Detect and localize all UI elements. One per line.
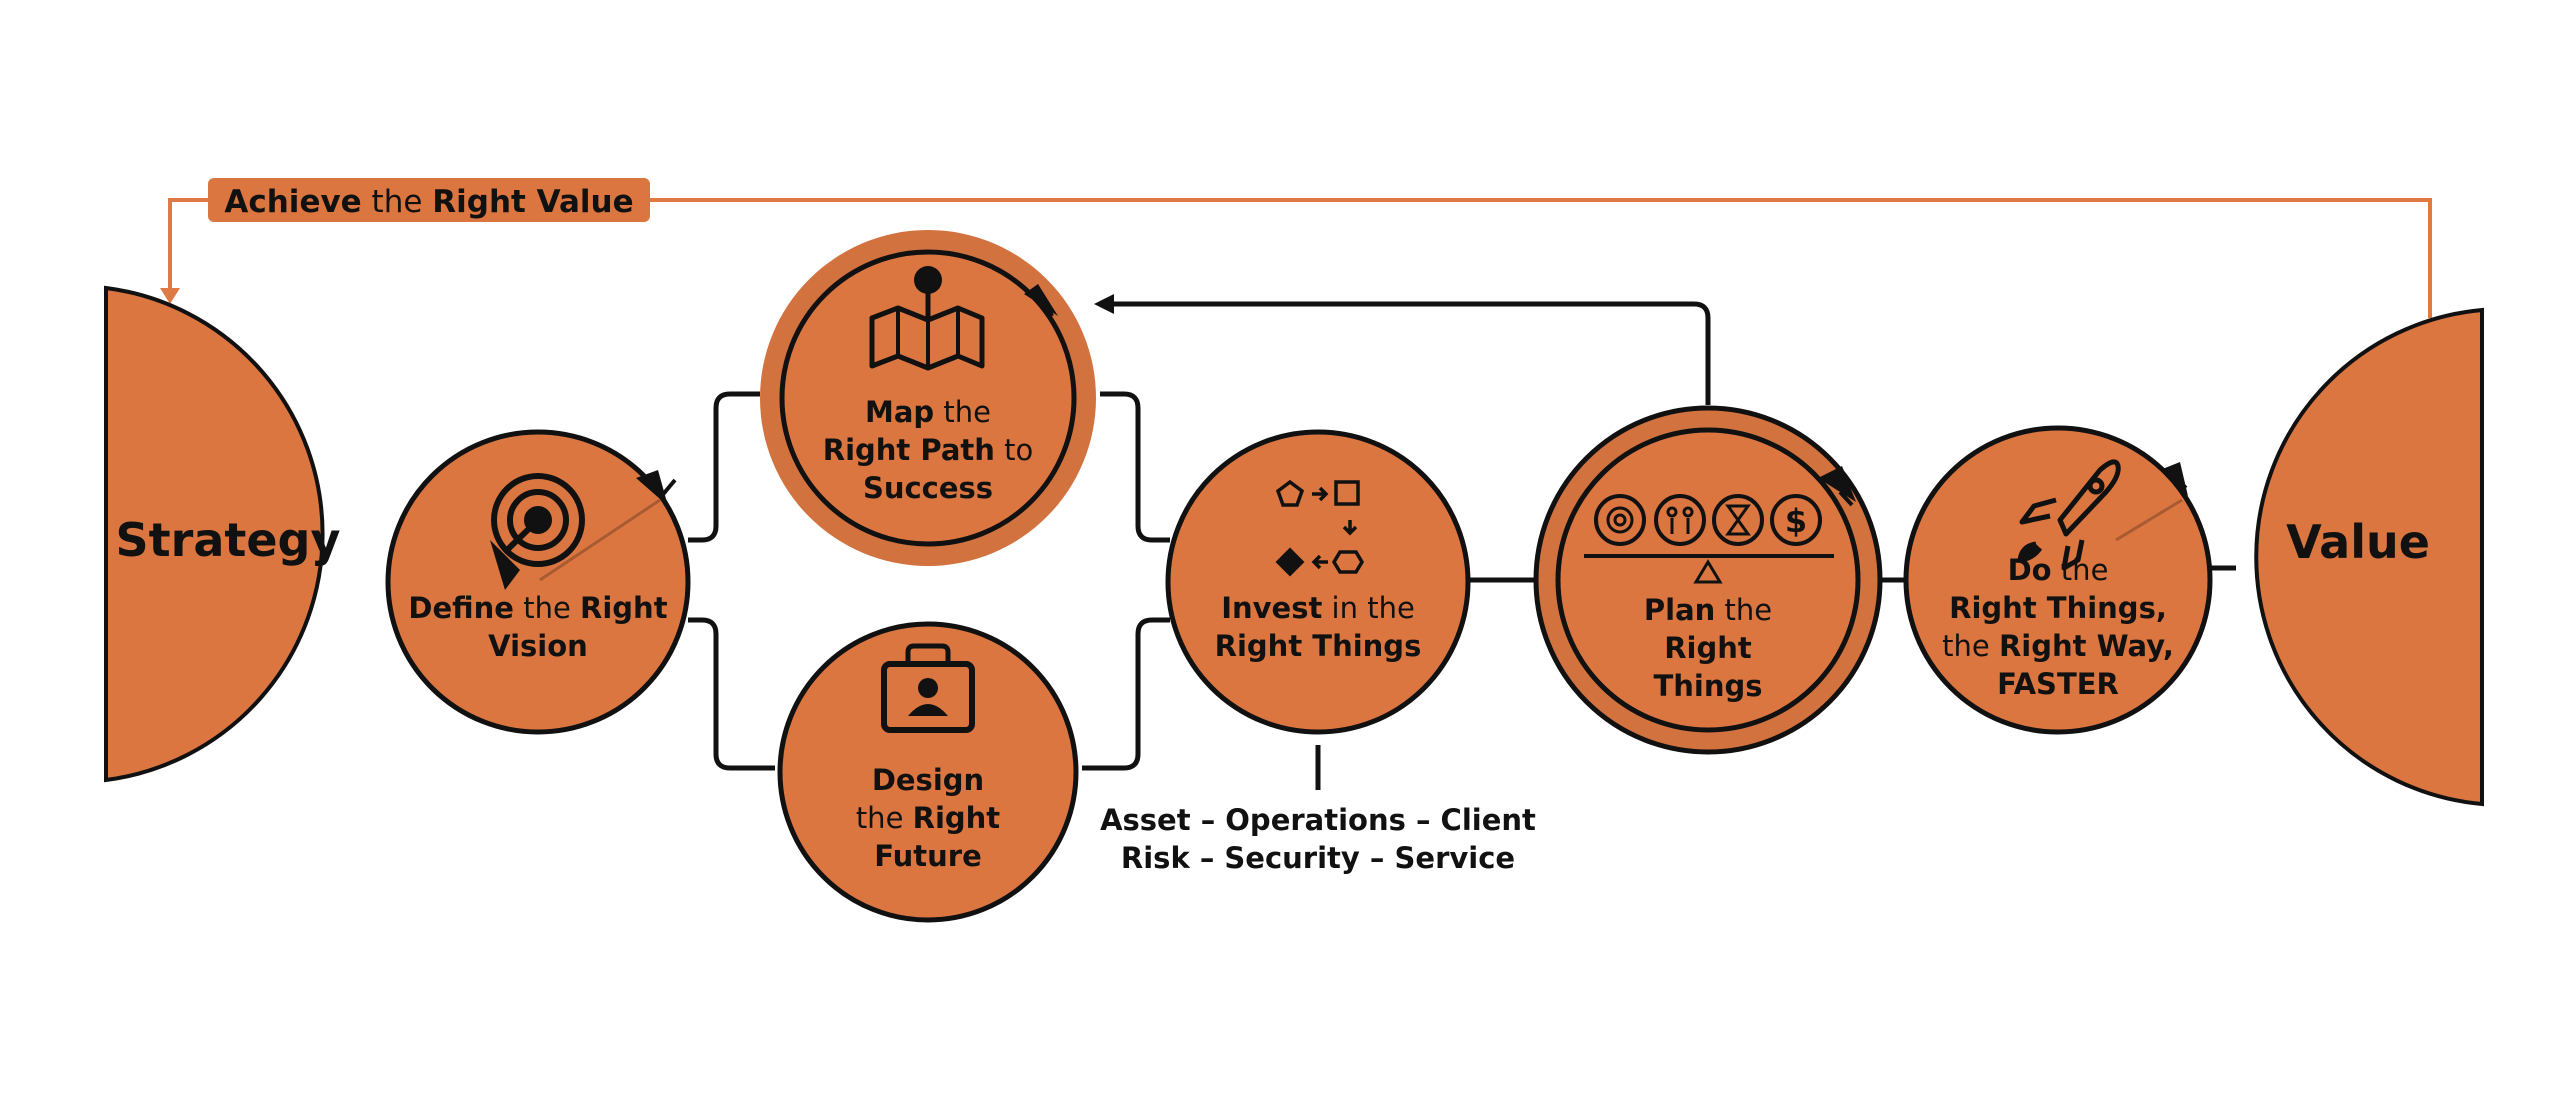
svg-text:Future: Future [874,839,982,873]
define-vision-node: Define the Right Vision [385,429,691,735]
value-label: Value [2286,515,2430,569]
define-progress-arrow [636,470,668,506]
invest-caption-line1: Asset – Operations – Client [1100,803,1536,837]
plan-things-node: $ Plan the Right Things [1533,405,1883,755]
invest-things-node: Invest in the Right Things [1165,429,1471,735]
map-progress-arrow [1024,284,1058,316]
svg-text:Do the: Do the [2008,553,2109,587]
svg-text:Plan the: Plan the [1644,593,1772,627]
strategy-half-circle: Strategy [104,285,341,783]
value-half-circle: Value [2254,307,2484,807]
svg-text:Define the Right: Define the Right [408,591,667,625]
banner-achieve-text: Achieve [224,184,361,220]
svg-text:Things: Things [1653,669,1762,703]
svg-text:the Right Way,: the Right Way, [1942,629,2174,663]
balance-scale-icon: $ [1584,494,1834,584]
svg-text:Achieve the Right Value: Achieve the Right Value [224,184,633,220]
svg-text:Map the: Map the [865,395,991,429]
map-path-node: Map the Right Path to Success [760,230,1096,566]
svg-text:Design: Design [872,763,984,797]
svg-text:FASTER: FASTER [1997,667,2119,701]
achieve-value-feedback-line [160,198,2432,318]
do-faster-node: Do the Right Things, the Right Way, FAST… [1903,425,2213,735]
plan-to-map-feedback-arrow [1094,294,1711,405]
svg-text:Right Things: Right Things [1215,629,1422,663]
briefcase-person-icon [881,643,975,733]
svg-text:Right Things,: Right Things, [1949,591,2167,625]
plan-progress-arrow [1818,466,1856,502]
svg-text:Right: Right [1664,631,1752,665]
banner-right-value-text: Right Value [432,184,633,220]
shapes-flow-icon [1275,479,1365,577]
design-future-node: Design the Right Future [777,621,1079,923]
rocket-icon [2017,459,2183,571]
define-l2: Vision [488,629,588,663]
invest-caption-line2: Risk – Security – Service [1121,841,1515,875]
svg-text:Success: Success [863,471,993,505]
strategy-label: Strategy [116,513,341,567]
do-progress-arrow [2160,462,2188,496]
achieve-right-value-banner: Achieve the Right Value [208,178,650,222]
banner-the-text: the [362,184,433,220]
svg-text:the Right: the Right [856,801,1000,835]
svg-text:Invest in the: Invest in the [1221,591,1415,625]
map-pin-icon [869,266,985,371]
define-l1a: Define [408,591,514,625]
svg-text:Right Path to: Right Path to [823,433,1034,467]
connectors [688,391,2236,790]
target-arrow-icon [490,473,661,590]
svg-text:$: $ [1785,502,1807,540]
